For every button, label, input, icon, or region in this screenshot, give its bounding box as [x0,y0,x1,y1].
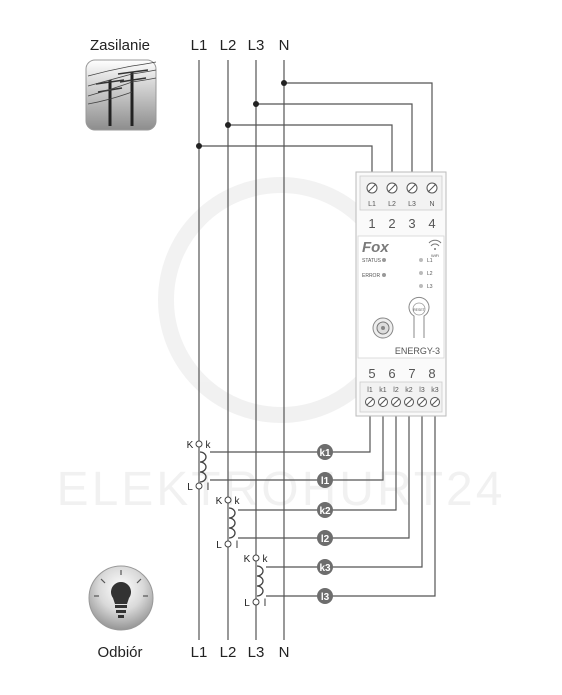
terminal-number-7: 7 [408,366,415,381]
led-label-l3: L3 [427,284,433,290]
current-transformer-1: K k L l [187,440,212,493]
terminal-top-l2: L2 [388,201,396,208]
bottom-line-l3: L3 [248,644,265,661]
bus-lines [198,60,285,640]
terminal-bottom-k3: k3 [431,387,439,394]
wire-badges: k1 l1 k2 l2 k3 l3 [317,444,333,604]
led-l2 [419,271,423,275]
terminal-bottom-l1: l1 [367,387,373,394]
error-label: ERROR [362,273,380,279]
ct2-l: l [236,540,238,551]
terminal-number-6: 6 [388,366,395,381]
terminal-top-l1: L1 [368,201,376,208]
junction-dots [196,80,287,149]
status-label: STATUS [362,258,382,264]
load-label: Odbiór [97,644,142,661]
model-label: ENERGY-3 [395,346,440,356]
ct1-K: K [187,440,194,451]
badge-l1: l1 [321,476,330,487]
energy-meter-device: L1 L2 L3 N 1 2 3 4 Fox WiFi STATUS ERROR… [355,171,447,417]
bottom-line-l1: L1 [191,644,208,661]
led-l1 [419,258,423,262]
ct3-k: k [263,554,269,565]
ct1-L: L [187,482,193,493]
terminal-bottom-l2: l2 [393,387,399,394]
badge-k3: k3 [319,563,331,574]
ct1-k: k [206,440,212,451]
bottom-line-n: N [279,644,290,661]
error-led [382,273,386,277]
reset-button-icon [408,296,430,338]
ct3-L: L [244,598,250,609]
wifi-icon [428,239,442,250]
ct2-K: K [216,496,223,507]
status-led [382,258,386,262]
terminal-number-4: 4 [428,216,435,231]
bottom-line-l2: L2 [220,644,237,661]
terminal-bottom-l3: l3 [419,387,425,394]
terminal-bottom-k2: k2 [405,387,413,394]
badge-k1: k1 [319,448,331,459]
power-pylon-icon [85,59,157,131]
top-line-l1: L1 [191,37,208,54]
ct3-K: K [244,554,251,565]
top-line-l2: L2 [220,37,237,54]
light-bulb-icon [88,565,154,631]
terminal-top-n: N [429,201,434,208]
terminal-number-3: 3 [408,216,415,231]
current-transformer-3: K k L l [244,554,269,609]
led-label-l1: L1 [427,258,433,264]
top-line-l3: L3 [248,37,265,54]
badge-l3: l3 [321,592,330,603]
terminal-number-1: 1 [368,216,375,231]
terminal-bottom-k1: k1 [379,387,387,394]
terminal-number-5: 5 [368,366,375,381]
ct3-l: l [264,598,266,609]
ct1-l: l [207,482,209,493]
brand-logo: Fox [362,239,389,256]
ct2-L: L [216,540,222,551]
supply-label: Zasilanie [90,37,150,54]
top-line-n: N [279,37,290,54]
badge-k2: k2 [319,506,331,517]
led-label-l2: L2 [427,271,433,277]
antenna-connector-icon [372,317,394,339]
top-screw-terminals [366,182,438,194]
terminal-top-l3: L3 [408,201,416,208]
watermark-text: ELEKTROHURT24 [57,463,506,516]
current-transformer-2: K k L l [216,496,241,551]
badge-l2: l2 [321,534,330,545]
ct2-k: k [235,496,241,507]
led-l3 [419,284,423,288]
reset-label: RESET [413,308,426,312]
terminal-number-2: 2 [388,216,395,231]
wifi-label: WiFi [431,253,439,258]
supply-wires [199,82,433,180]
bottom-screw-terminals [365,397,440,407]
terminal-number-8: 8 [428,366,435,381]
